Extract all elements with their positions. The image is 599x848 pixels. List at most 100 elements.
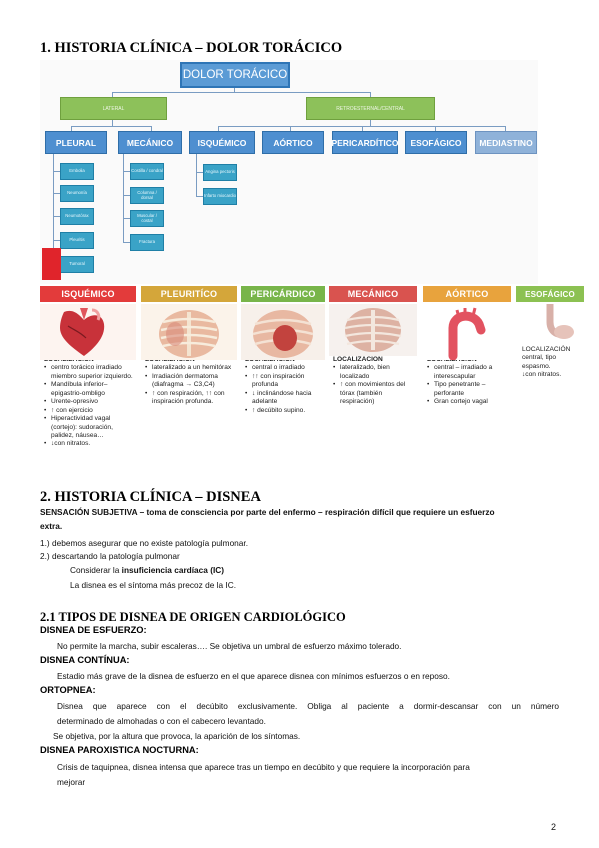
connector — [53, 216, 60, 217]
sensacion-lead: SENSACIÓN SUBJETIVA — [40, 507, 138, 517]
card-item: Urente-opresivo — [44, 398, 136, 407]
card-item: ↑ con respiración, ↑↑ con inspiración pr… — [145, 390, 237, 407]
diagram-background — [40, 60, 538, 284]
text-ortopnea-3: Se objetiva, por la altura que provoca, … — [53, 731, 301, 741]
card-esofagico: ESOFÁGICO LOCALIZACIÓN central, tipo esp… — [516, 286, 584, 380]
leaf-pleural: Tumoral — [60, 256, 94, 273]
sensacion-subjetiva-line: SENSACIÓN SUBJETIVA – toma de conscienci… — [40, 507, 560, 518]
node-lateral: LATERAL — [60, 97, 167, 120]
connector — [53, 171, 60, 172]
leaf-pleural: Neumonía — [60, 185, 94, 202]
text-disnea-paroxistica-1: Crisis de taquipnea, disnea intensa que … — [57, 762, 470, 772]
connector — [151, 126, 152, 131]
considerar-prefix: Considerar la — [70, 565, 122, 575]
card-item: ↑ con ejercicio — [44, 407, 136, 416]
connector — [370, 92, 371, 97]
leaf-isquemico: Infarto miocardio — [203, 188, 237, 205]
text-ortopnea-2: determinado de almohadas o con el cabece… — [57, 716, 266, 726]
text-disnea-continua: Estadio más grave de la disnea de esfuer… — [57, 671, 450, 681]
disnea-item-2: 2.) descartando la patología pulmonar — [40, 551, 180, 561]
insuficiencia-cardiaca-term: insuficiencia cardíaca (IC) — [121, 565, 225, 575]
card-title: ISQUÉMICO — [40, 286, 136, 302]
connector — [370, 120, 371, 126]
card-item: ↓con nitratos. — [44, 440, 136, 449]
card-item: ↑ con movimientos del tórax (también res… — [333, 381, 417, 406]
node-esofagico: ESOFÁGICO — [405, 131, 467, 154]
node-pleural: PLEURAL — [45, 131, 107, 154]
ribcage-illustration — [141, 304, 237, 360]
connector — [123, 218, 130, 219]
node-aortico: AÓRTICO — [262, 131, 324, 154]
page-number: 2 — [551, 822, 557, 832]
card-title: ESOFÁGICO — [516, 286, 584, 302]
connector — [112, 92, 370, 93]
leaf-mecanico: Costilla / condral — [130, 163, 164, 180]
leaf-isquemico: Angina pectoris — [203, 164, 237, 181]
heading-ortopnea: ORTOPNEA: — [40, 685, 96, 695]
text-disnea-paroxistica-2: mejorar — [57, 777, 86, 787]
card-loc-label: LOCALIZACIÓN — [333, 356, 383, 363]
card-isquemico: ISQUÉMICO LOCALIZACIÓN centro torácico i… — [40, 286, 136, 449]
section-title-dolor-toracico: 1. HISTORIA CLÍNICA – DOLOR TORÁCICO — [40, 40, 343, 56]
connector — [505, 126, 506, 131]
text-ortopnea-1: Disnea que aparece con el decúbito exclu… — [57, 701, 559, 711]
heading-disnea-esfuerzo: DISNEA DE ESFUERZO: — [40, 625, 147, 635]
card-item: Hiperactividad vagal (cortejo): sudoraci… — [44, 415, 136, 440]
connector — [53, 154, 54, 264]
heading-disnea-continua: DISNEA CONTÍNUA: — [40, 655, 130, 665]
card-title: PERICÁRDICO — [241, 286, 325, 302]
red-highlight-block — [42, 248, 61, 280]
card-mecanico: MECÁNICO LOCALIZACIÓN lateralizado, bien… — [329, 286, 417, 407]
connector — [123, 195, 130, 196]
leaf-mecanico: Fractura — [130, 234, 164, 251]
leaf-pleural: Pleuritis — [60, 232, 94, 249]
card-item: ↑↑ con inspiración profunda — [245, 373, 325, 390]
connector — [234, 88, 235, 93]
connector — [435, 126, 436, 131]
connector — [123, 154, 124, 242]
node-mediastino: MEDIASTINO — [475, 131, 537, 154]
connector — [196, 172, 203, 173]
card-pericardico: PERICÁRDICO LOCALIZACIÓN central o irrad… — [241, 286, 325, 416]
card-aortico: AÓRTICO LOCALIZACIÓN central – irradiado… — [423, 286, 511, 407]
card-item: Tipo penetrante – perforante — [427, 381, 511, 398]
section-title-disnea: 2. HISTORIA CLÍNICA – DISNEA — [40, 489, 261, 505]
node-pericarditico: PERICARDÍTICO — [331, 131, 399, 154]
connector — [71, 126, 151, 127]
connector — [71, 126, 72, 131]
leaf-pleural: Neumotórax — [60, 208, 94, 225]
card-item: central – irradiado a interescapular — [427, 364, 511, 381]
node-retroesternal: RETROESTERNAL/CENTRAL — [306, 97, 435, 120]
card-item: central o irradiado — [245, 364, 325, 373]
leaf-pleural: Embolia — [60, 163, 94, 180]
diagram-root-node: DOLOR TORÁCICO — [180, 62, 290, 88]
card-item: Irradiación dermatoma (diafragma → C3,C4… — [145, 373, 237, 390]
node-isquemico: ISQUÉMICO — [189, 131, 255, 154]
leaf-mecanico: Muscular / costal — [130, 210, 164, 227]
sensacion-rest-2: extra. — [40, 521, 63, 531]
card-item: Gran cortejo vagal — [427, 398, 511, 407]
connector — [196, 154, 197, 196]
disnea-precoz-line: La disnea es el síntoma más precoz de la… — [70, 580, 237, 590]
heading-disnea-paroxistica: DISNEA PAROXISTICA NOCTURNA: — [40, 745, 199, 755]
connector — [290, 126, 291, 131]
section-title-tipos-disnea: 2.1 TIPOS DE DISNEA DE ORIGEN CARDIOLÓGI… — [40, 610, 346, 624]
card-item: ↓ inclinándose hacia adelante — [245, 390, 325, 407]
heart-illustration — [40, 304, 136, 360]
connector — [53, 193, 60, 194]
node-mecanico: MECÁNICO — [118, 131, 182, 154]
connector — [196, 196, 203, 197]
card-title: MECÁNICO — [329, 286, 417, 302]
connector — [123, 171, 130, 172]
aorta-illustration — [423, 304, 511, 361]
text-disnea-esfuerzo: No permite la marcha, subir escaleras…. … — [57, 641, 402, 651]
card-title: AÓRTICO — [423, 286, 511, 302]
considerar-ic-line: Considerar la insuficiencia cardíaca (IC… — [70, 565, 224, 576]
pericardium-illustration — [241, 304, 325, 360]
esophagus-illustration — [516, 300, 584, 344]
card-pleuritico: PLEURITÍCO LOCALIZACIÓN lateralizado a u… — [141, 286, 237, 407]
card-loc-label: LOCALIZACIÓN — [522, 346, 571, 353]
card-item: centro torácico irradiado miembro superi… — [44, 364, 136, 381]
connector — [112, 92, 113, 97]
card-item: lateralizado a un hemitórax — [145, 364, 237, 373]
